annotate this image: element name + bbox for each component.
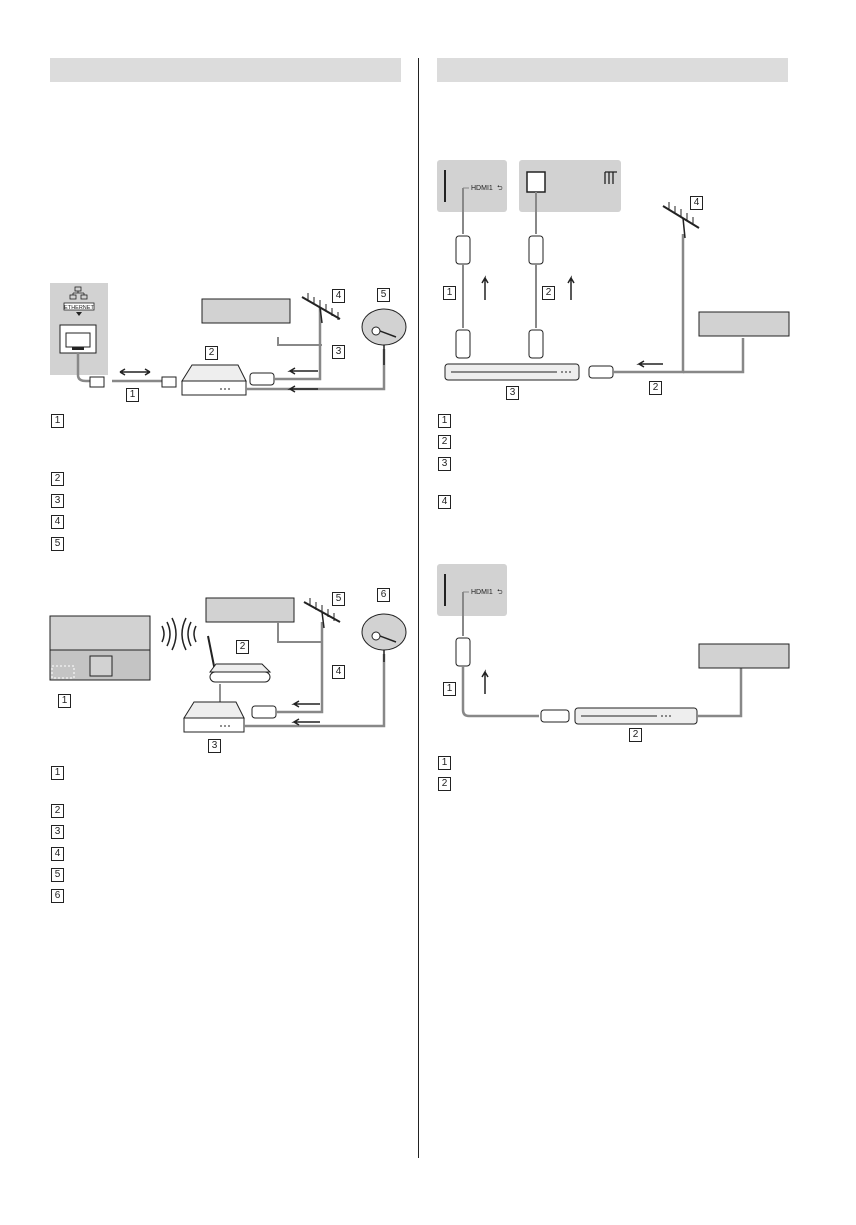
right-section-header-bar: [437, 58, 788, 82]
legend-number: 3: [51, 825, 64, 839]
legend-number: 2: [438, 435, 451, 449]
callout-number: 2: [649, 381, 662, 395]
legend-number: 4: [438, 495, 451, 509]
signal-arrow: [287, 385, 318, 393]
callout-number: 1: [443, 682, 456, 696]
player-device: [574, 707, 698, 725]
callout-number: 2: [629, 728, 642, 742]
column-divider: [418, 58, 419, 1158]
bidirectional-arrow: [119, 368, 151, 376]
up-arrow: [481, 669, 489, 694]
network-icon: [69, 286, 88, 300]
antenna-cable: [613, 234, 685, 374]
callout-number: 1: [58, 694, 71, 708]
hdmi-recorder-diagram: HDMI1 ⮌: [437, 160, 790, 381]
tv-hdmi-panel: [437, 160, 507, 212]
legend-number: 4: [51, 847, 64, 861]
signal-arrow: [636, 360, 663, 368]
up-arrow: [567, 275, 575, 300]
label-box-cable: [683, 338, 745, 374]
hdmi-input-icon: ⮌: [497, 184, 503, 192]
callout-number: 4: [332, 665, 345, 679]
hdmi-player-diagram: HDMI1 ⮌: [437, 564, 790, 725]
label-box-cable: [697, 668, 743, 718]
legend-number: 4: [51, 515, 64, 529]
hdmi-cable: [461, 666, 539, 718]
legend-number: 3: [438, 457, 451, 471]
hdmi-port-label: HDMI1: [471, 185, 493, 192]
antenna-cable: [274, 307, 322, 381]
antenna-cable: [276, 622, 324, 714]
wireless-network-diagram: [49, 597, 407, 733]
legend-number: 2: [51, 804, 64, 818]
signal-arrow: [291, 700, 320, 708]
left-section-header-bar: [50, 58, 401, 82]
wireless-signal-icon: [161, 617, 197, 651]
legend-number: 1: [51, 766, 64, 780]
antenna-icon: [303, 598, 341, 629]
lan-plug: [161, 376, 177, 388]
legend-number: 1: [438, 756, 451, 770]
wired-network-diagram: ETHERNET: [50, 283, 407, 396]
callout-number: 6: [377, 588, 390, 602]
satellite-dish-icon: [361, 308, 407, 365]
callout-number: 4: [332, 289, 345, 303]
tv-rear-view: [49, 615, 151, 681]
hdmi-port: [526, 171, 546, 193]
hdmi-plug: [455, 637, 471, 667]
callout-number: 2: [205, 346, 218, 360]
callout-number: 2: [236, 640, 249, 654]
legend-number: 1: [438, 414, 451, 428]
legend-number: 2: [438, 777, 451, 791]
hdmi-plug: [455, 329, 471, 359]
callout-number: 5: [377, 288, 390, 302]
device-label-box: [698, 311, 790, 337]
set-top-box: [181, 364, 247, 396]
device-label-box: [698, 643, 790, 669]
legend-number: 5: [51, 537, 64, 551]
device-label-box: [205, 597, 295, 623]
hdmi-plug: [540, 709, 570, 723]
recorder-device: [444, 363, 580, 381]
signal-arrow: [287, 367, 318, 375]
legend-number: 6: [51, 889, 64, 903]
callout-number: 1: [443, 286, 456, 300]
hdmi-plug: [528, 235, 544, 265]
antenna-port-icon: [604, 171, 617, 184]
callout-number: 3: [208, 739, 221, 753]
ethernet-port-label: ETHERNET: [64, 305, 94, 311]
callout-number: 2: [542, 286, 555, 300]
legend-number: 1: [51, 414, 64, 428]
callout-number: 3: [506, 386, 519, 400]
antenna-icon: [301, 293, 341, 324]
legend-number: 2: [51, 472, 64, 486]
hdmi-input-icon: ⮌: [497, 588, 503, 596]
device-label-box: [201, 298, 291, 324]
hdmi-plug: [251, 705, 277, 719]
legend-number: 5: [51, 868, 64, 882]
callout-number: 4: [690, 196, 703, 210]
rf-cable: [277, 622, 322, 643]
callout-number: 3: [332, 345, 345, 359]
satellite-dish-icon: [361, 613, 407, 662]
antenna-icon: [662, 202, 700, 239]
hdmi-plug: [249, 372, 275, 386]
dish-cable: [244, 654, 386, 728]
hdmi-plug: [588, 365, 614, 379]
lan-plug: [89, 376, 105, 388]
signal-arrow: [291, 718, 320, 726]
up-arrow: [481, 275, 489, 300]
set-top-box: [183, 701, 245, 733]
wireless-router-icon: [207, 635, 272, 683]
hdmi-plug: [528, 329, 544, 359]
callout-number: 1: [126, 388, 139, 402]
tv-hdmi-panel: [437, 564, 507, 616]
hdmi-plug: [455, 235, 471, 265]
rf-cable: [277, 337, 322, 346]
callout-number: 5: [332, 592, 345, 606]
legend-number: 3: [51, 494, 64, 508]
lan-cable: [76, 353, 168, 383]
hdmi-port-label: HDMI1: [471, 589, 493, 596]
